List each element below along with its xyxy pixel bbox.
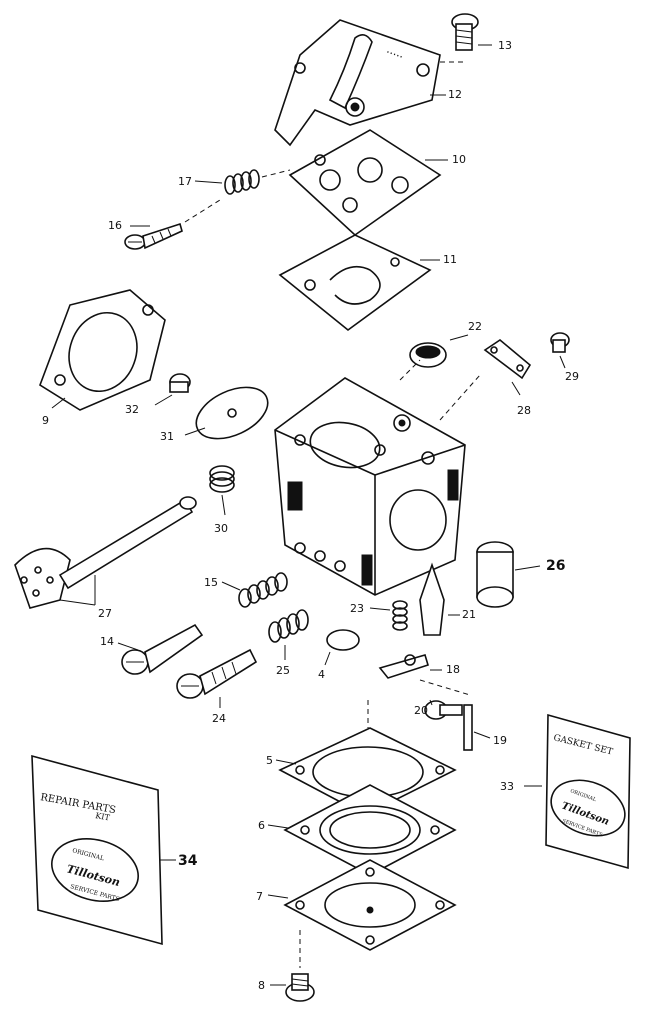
label-22: 22 [468, 320, 482, 333]
label-6: 6 [258, 819, 265, 832]
label-25: 25 [276, 664, 290, 677]
label-18: 18 [446, 663, 460, 676]
label-30: 30 [214, 522, 228, 535]
repair-kit-subtitle: KIT [95, 811, 111, 822]
label-31: 31 [160, 430, 174, 443]
label-15: 15 [204, 576, 218, 589]
label-16: 16 [108, 219, 122, 232]
label-21: 21 [462, 608, 476, 621]
label-29: 29 [565, 370, 579, 383]
label-27: 27 [98, 607, 112, 620]
part-10-gasket [288, 129, 448, 237]
part-28-bracket [483, 339, 532, 396]
part-13-screw [451, 13, 492, 51]
part-25-spring [268, 609, 309, 660]
part-33-gasket-set: GASKET SET ORIGINAL Tillotson SERVICE PA… [524, 713, 631, 870]
label-19: 19 [493, 734, 507, 747]
part-14-screw [117, 623, 204, 675]
label-34: 34 [178, 853, 198, 869]
carburetor-body [274, 359, 481, 596]
part-6-gasket [267, 784, 457, 876]
label-8: 8 [258, 979, 265, 992]
part-34-repair-kit: REPAIR PARTS KIT ORIGINAL Tillotson SERV… [31, 754, 176, 946]
label-4: 4 [318, 668, 325, 681]
label-10: 10 [452, 153, 466, 166]
label-9: 9 [42, 414, 49, 427]
part-29-screw [550, 332, 570, 369]
label-11: 11 [443, 253, 457, 266]
label-26: 26 [546, 558, 565, 574]
label-5: 5 [266, 754, 273, 767]
part-11-diaphragm [278, 234, 440, 332]
label-12: 12 [448, 88, 462, 101]
part-23-spring [369, 600, 408, 631]
label-13: 13 [498, 39, 512, 52]
label-17: 17 [178, 175, 192, 188]
part-19-pin [463, 704, 491, 751]
part-9-gasket [39, 289, 166, 411]
part-21-needle [419, 562, 460, 636]
part-20-screw [424, 699, 463, 720]
part-4-plug [324, 629, 360, 666]
part-12-cover: ····· [274, 19, 465, 147]
part-7-plate [267, 859, 457, 968]
label-32: 32 [125, 403, 139, 416]
part-31-disc [184, 386, 269, 440]
part-8-screw [270, 973, 315, 1002]
part-16-screw [124, 199, 221, 250]
part-18-lever [378, 654, 471, 696]
part-24-screw [176, 648, 258, 708]
part-32-fitting [154, 373, 191, 406]
label-23: 23 [350, 602, 364, 615]
part-26-fitting [476, 541, 541, 608]
label-24: 24 [212, 712, 226, 725]
part-27-shaft [14, 496, 197, 609]
part-15-spring [221, 572, 288, 608]
label-7: 7 [256, 890, 263, 903]
part-17-spring [194, 169, 291, 195]
cover-stamp: ····· [384, 46, 405, 64]
label-14: 14 [100, 635, 114, 648]
label-20: 20 [414, 704, 428, 717]
label-33: 33 [500, 780, 514, 793]
part-30-spring [209, 465, 235, 516]
part-22-screen [409, 334, 469, 368]
label-28: 28 [517, 404, 531, 417]
